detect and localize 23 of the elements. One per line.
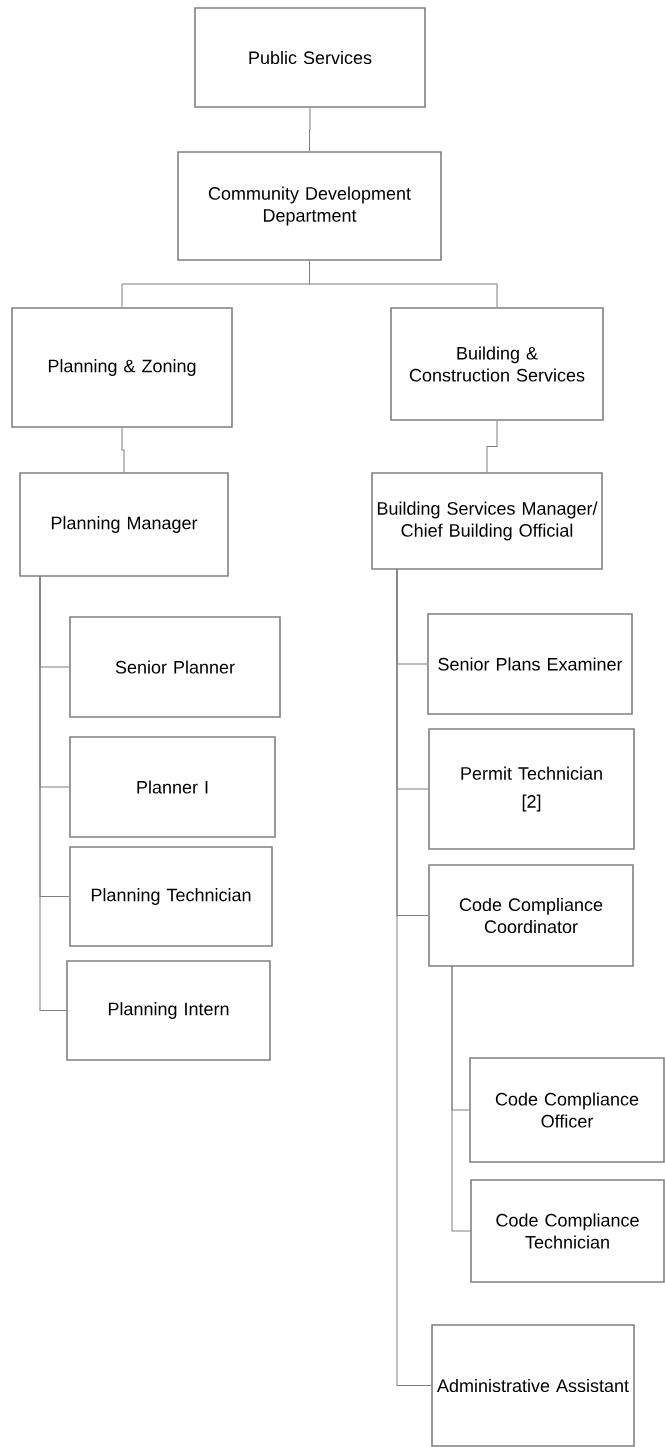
connector-line	[121, 427, 125, 473]
org-box: Building & Construction Services	[390, 307, 604, 421]
org-box: Planning Intern	[66, 960, 271, 1061]
org-box: Public Services	[194, 7, 426, 108]
org-box: Senior Planner	[69, 616, 281, 718]
connector-line	[451, 965, 471, 1232]
connector-line	[39, 575, 67, 1011]
connector-line	[309, 260, 498, 308]
org-box: Code Compliance Technician	[470, 1179, 665, 1283]
org-box: Senior Plans Examiner	[427, 613, 633, 715]
connector-line	[396, 568, 432, 1386]
org-box: Community Development Department	[177, 151, 442, 261]
org-box: Permit Technician [2]	[428, 728, 635, 850]
org-box: Planning Manager	[19, 472, 229, 577]
org-box: Code Compliance Officer	[469, 1057, 665, 1163]
org-box: Code Compliance Coordinator	[428, 864, 634, 967]
connector-line	[486, 420, 498, 473]
org-box: Planning & Zoning	[11, 307, 233, 428]
org-box: Building Services Manager/ Chief Building Official	[371, 472, 603, 570]
org-box: Planning Technician	[69, 846, 273, 947]
org-box: Administrative Assistant	[431, 1324, 635, 1447]
org-box: Planner I	[69, 736, 276, 838]
connector-line	[309, 107, 311, 152]
